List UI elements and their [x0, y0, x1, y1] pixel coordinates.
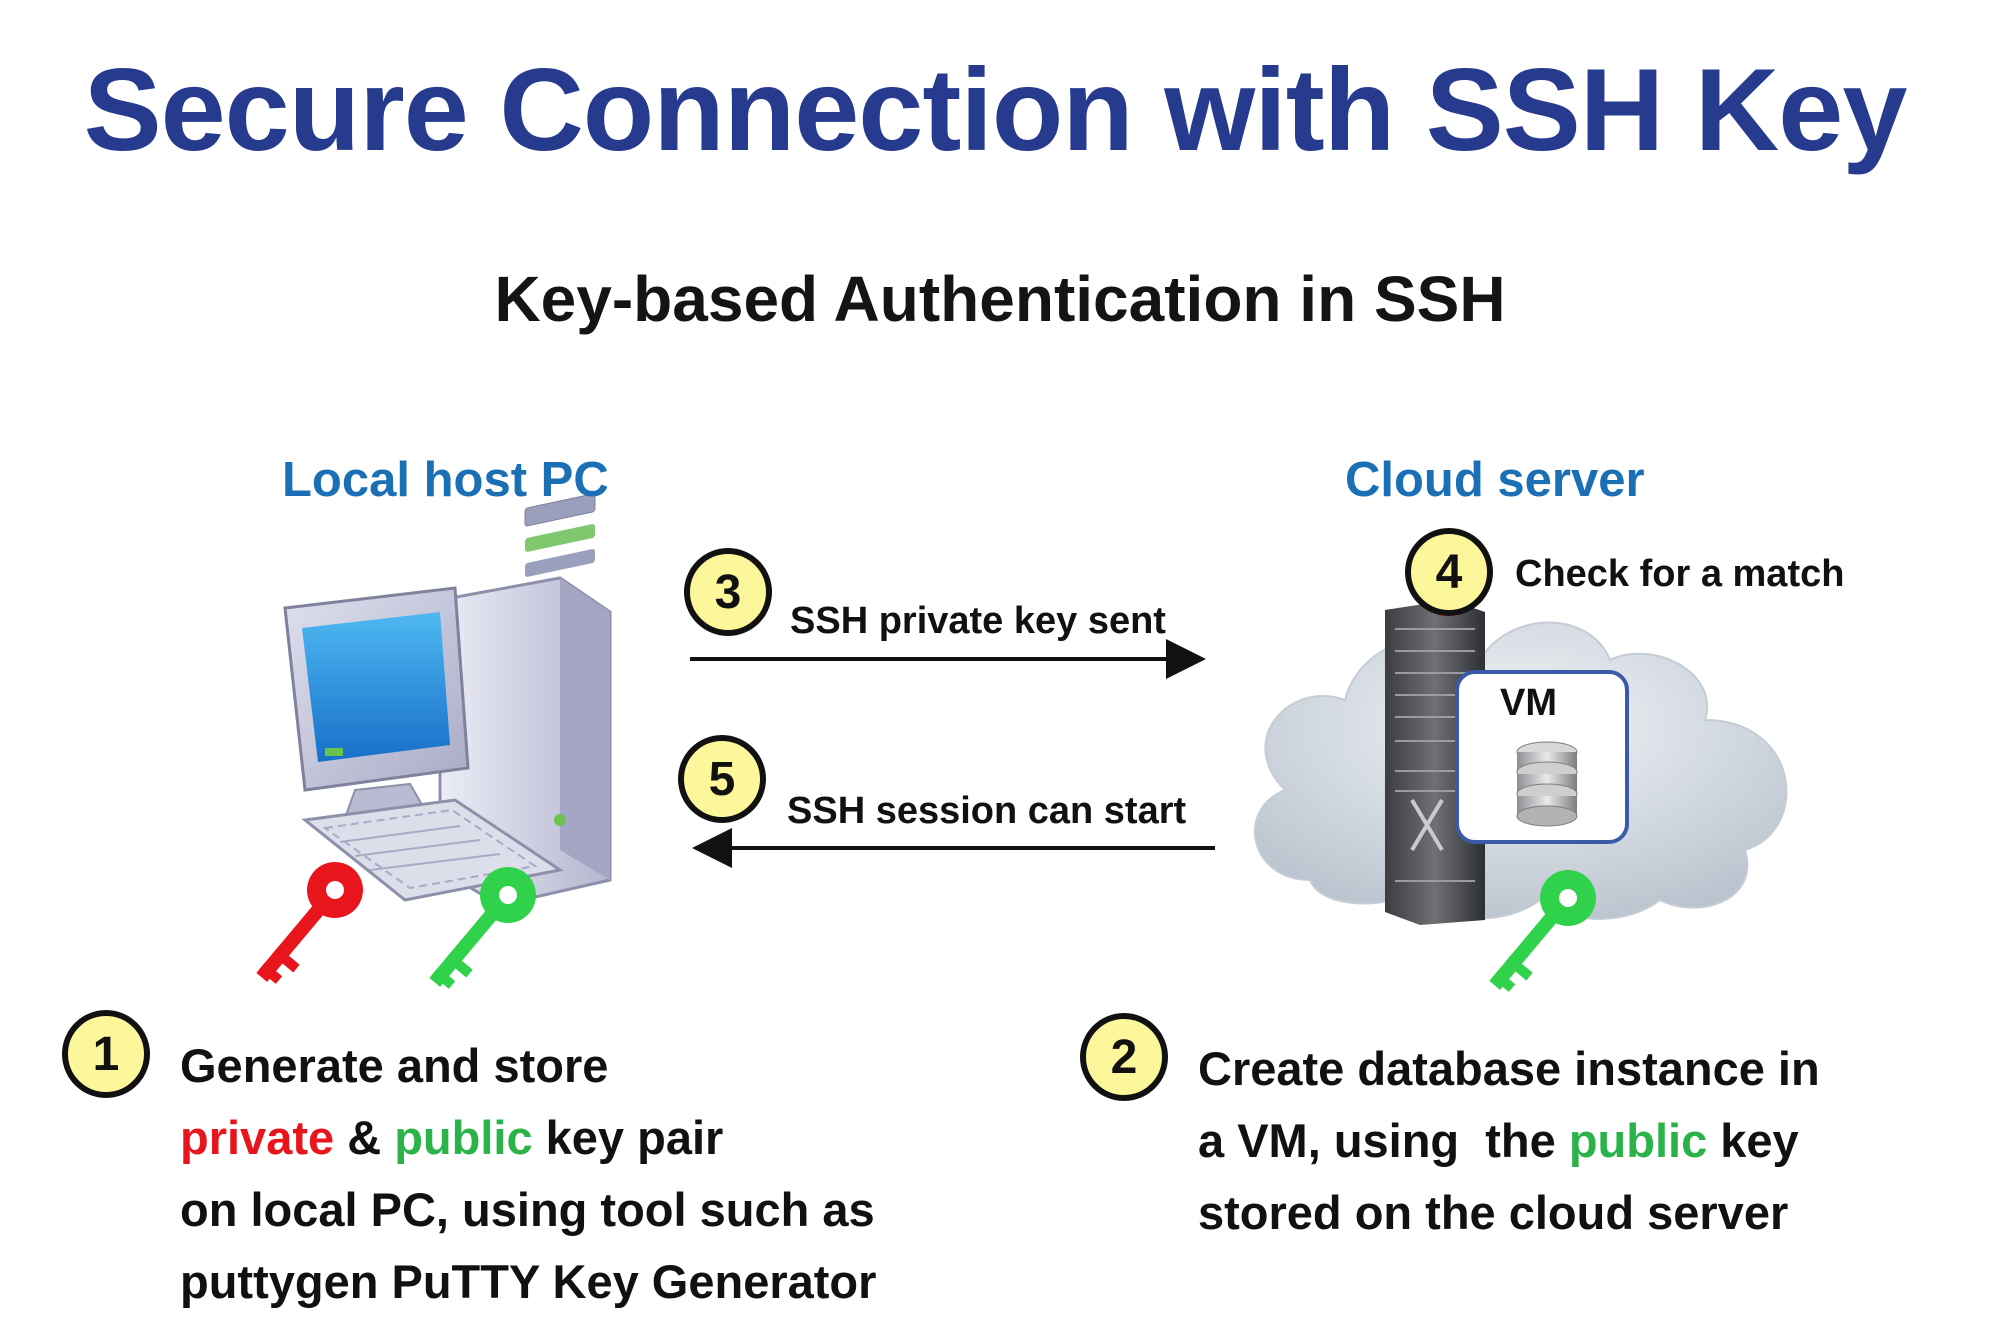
step-5-badge: 5 [678, 735, 766, 823]
step-1-line-2: private & public key pair [180, 1102, 876, 1174]
database-icon [1516, 741, 1578, 827]
local-host-label: Local host PC [282, 453, 609, 507]
page-title: Secure Connection with SSH Key [83, 44, 1908, 175]
private-key-icon [256, 862, 363, 984]
key-pair-text: key pair [532, 1111, 724, 1164]
step-1-line-1: Generate and store [180, 1039, 609, 1092]
step-5-text: SSH session can start [787, 790, 1187, 832]
public-word: public [1568, 1114, 1708, 1167]
step-2-line-3: stored on the cloud server [1198, 1186, 1789, 1239]
step-2-badge: 2 [1080, 1013, 1168, 1101]
step-2-description: Create database instance in a VM, using … [1198, 1033, 1820, 1249]
step-1-description: Generate and store private & public key … [180, 1030, 876, 1318]
step-4-text: Check for a match [1515, 553, 1845, 595]
step-2-line-2: a VM, using the public key [1198, 1105, 1820, 1177]
step-2-line-2-post: key [1707, 1114, 1799, 1167]
step-4-badge: 4 [1405, 528, 1493, 616]
public-key-icon [429, 867, 536, 989]
diagram-subtitle: Key-based Authentication in SSH [494, 263, 1506, 335]
vm-box [1455, 670, 1629, 844]
pc-monitor [283, 586, 470, 820]
step-2-line-1: Create database instance in [1198, 1042, 1820, 1095]
step-1-badge: 1 [62, 1010, 150, 1098]
computer-icon [283, 493, 612, 907]
cloud-server-label: Cloud server [1345, 453, 1645, 507]
step-3-text: SSH private key sent [790, 600, 1166, 642]
server-public-key-icon [1489, 870, 1596, 992]
step-1-line-3: on local PC, using tool such as [180, 1183, 875, 1236]
vm-label: VM [1500, 682, 1557, 724]
private-word: private [180, 1111, 335, 1164]
step-1-line-4: puttygen PuTTY Key Generator [180, 1255, 877, 1308]
ampersand: & [334, 1111, 395, 1164]
step-3-badge: 3 [684, 548, 772, 636]
step-2-line-2-pre: a VM, using the [1198, 1114, 1569, 1167]
public-word: public [394, 1111, 533, 1164]
